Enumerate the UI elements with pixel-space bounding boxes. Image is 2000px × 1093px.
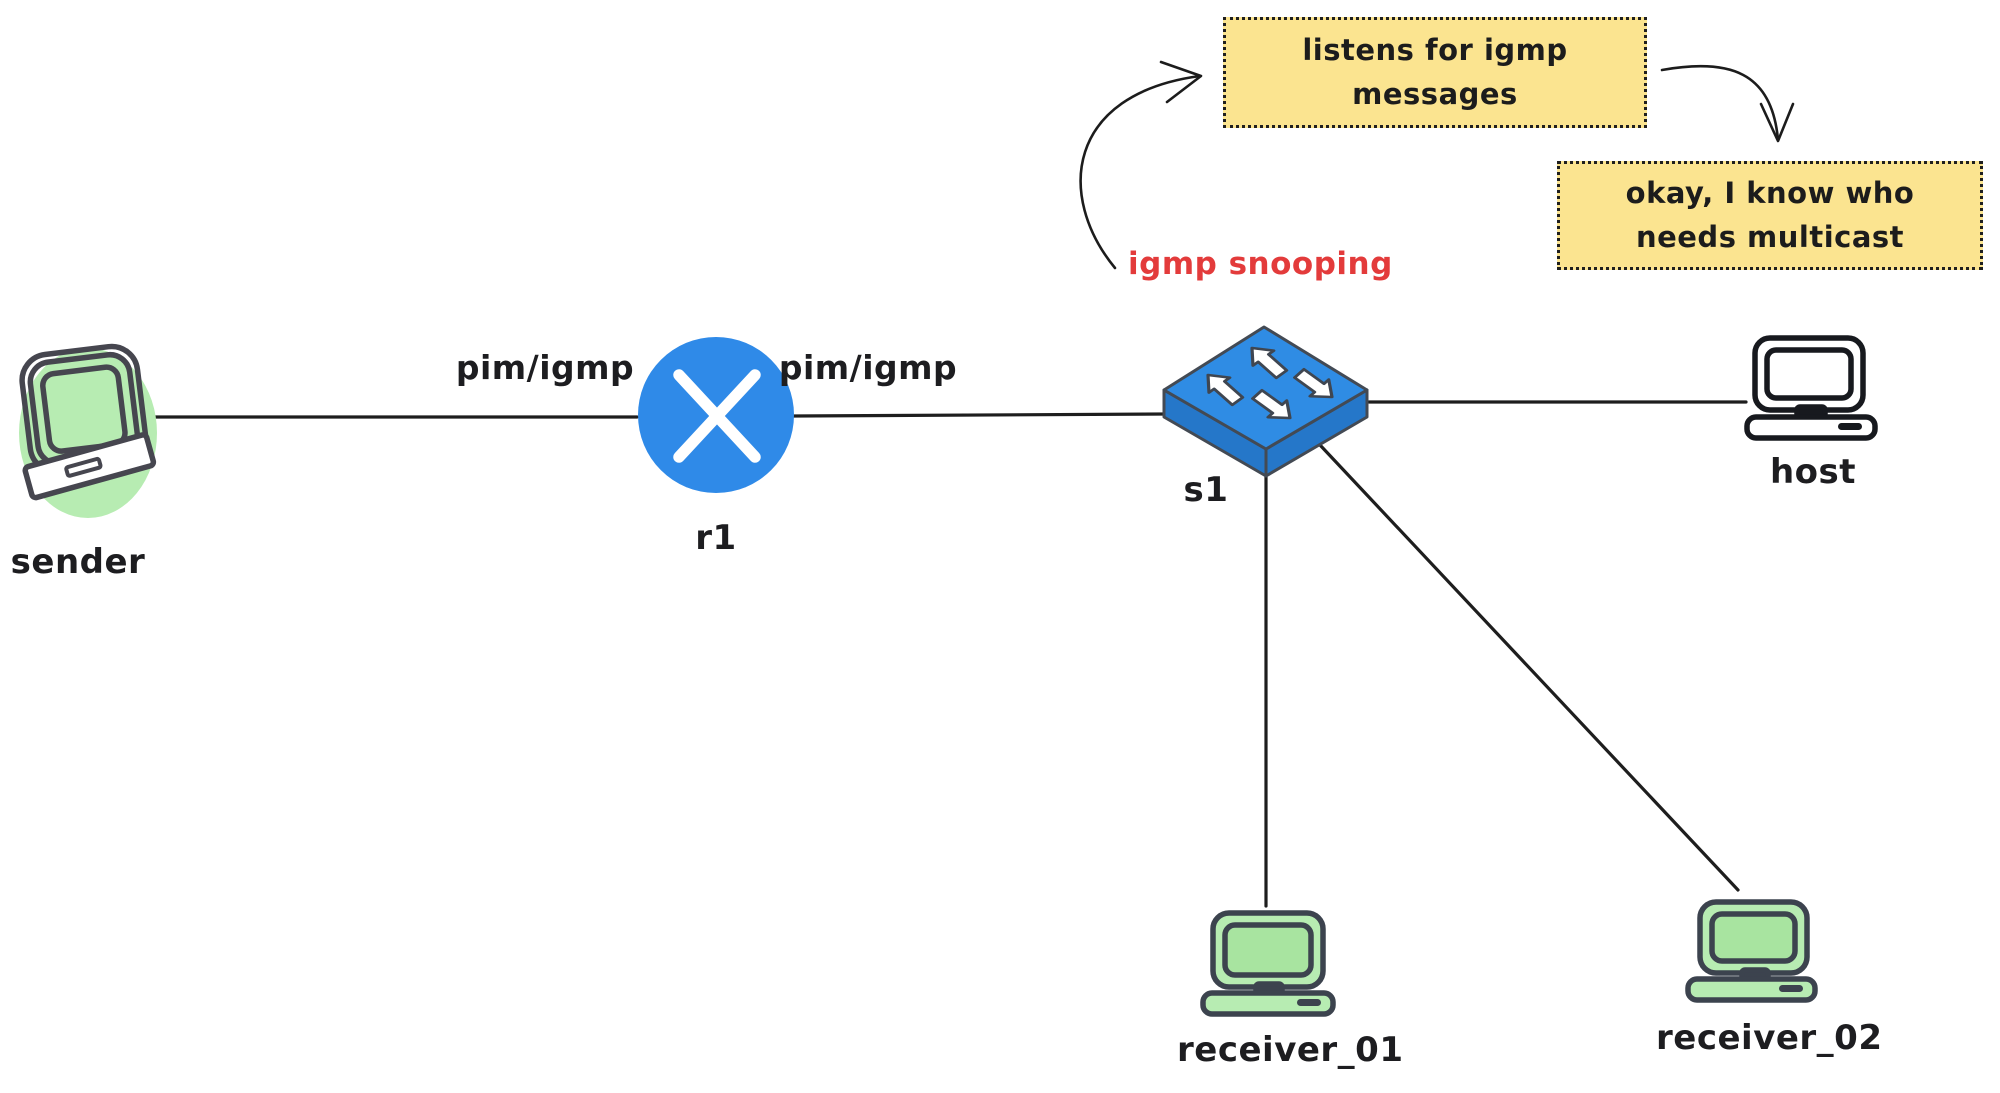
switch-icon[interactable] (1162, 325, 1369, 478)
arrow-snooping-head-icon (1159, 60, 1203, 104)
host-base-slot (1838, 423, 1862, 430)
host-icon[interactable] (1744, 335, 1878, 441)
host-label: host (1769, 452, 1857, 492)
receiver-02-screen (1709, 911, 1798, 964)
crt-base-slot (64, 456, 103, 478)
receiver-01-screen (1222, 922, 1314, 978)
r1-label: r1 (695, 518, 737, 558)
arrow-note-head-icon (1759, 102, 1795, 143)
link-label-r1-s1: pim/igmp (778, 348, 958, 387)
switch-arrow-se-bottom-icon (1251, 389, 1292, 420)
router-x-stroke-2 (673, 369, 761, 463)
sender-node-icon[interactable] (19, 343, 157, 518)
receiver-01-base (1200, 990, 1336, 1017)
note-line: listens for igmp (1302, 33, 1568, 67)
note-line: needs multicast (1635, 219, 1905, 254)
link-r1-s1 (792, 412, 1168, 418)
note-okay-i-know[interactable]: okay, I know who needs multicast (1557, 161, 1983, 270)
receiver-02-label: receiver_02 (1656, 1018, 1883, 1058)
link-label-sender-r1: pim/igmp (455, 348, 635, 387)
igmp-snooping-annotation: igmp snooping (1128, 246, 1393, 282)
receiver-01-label: receiver_01 (1177, 1030, 1404, 1070)
crt-base (22, 432, 157, 501)
note-listens-for-igmp[interactable]: listens for igmp messages (1223, 17, 1647, 128)
host-screen (1764, 347, 1854, 401)
network-links (153, 400, 1748, 908)
switch-arrow-nw-top-icon (1250, 346, 1289, 380)
switch-arrow-se-right-icon (1293, 368, 1334, 399)
receiver-02-base-slot (1779, 985, 1803, 992)
s1-label: s1 (1183, 470, 1229, 510)
arrow-note-to-note-icon (1660, 64, 1780, 142)
note-line: okay, I know who (1625, 176, 1915, 210)
note-line: messages (1352, 76, 1518, 111)
receiver-01-base-slot (1297, 999, 1321, 1006)
router-icon[interactable] (638, 337, 794, 493)
host-base (1744, 414, 1878, 441)
link-s1-receiver-02 (1318, 443, 1740, 892)
sender-label: sender (10, 542, 146, 582)
receiver-01-icon[interactable] (1200, 910, 1336, 1017)
annotation-arrows (1079, 60, 1795, 270)
switch-arrow-nw-left-icon (1206, 373, 1245, 407)
receiver-02-icon[interactable] (1685, 899, 1818, 1003)
switch-top-face (1162, 325, 1369, 451)
receiver-02-base (1685, 976, 1818, 1003)
arrow-snooping-to-note-icon (1079, 74, 1202, 270)
